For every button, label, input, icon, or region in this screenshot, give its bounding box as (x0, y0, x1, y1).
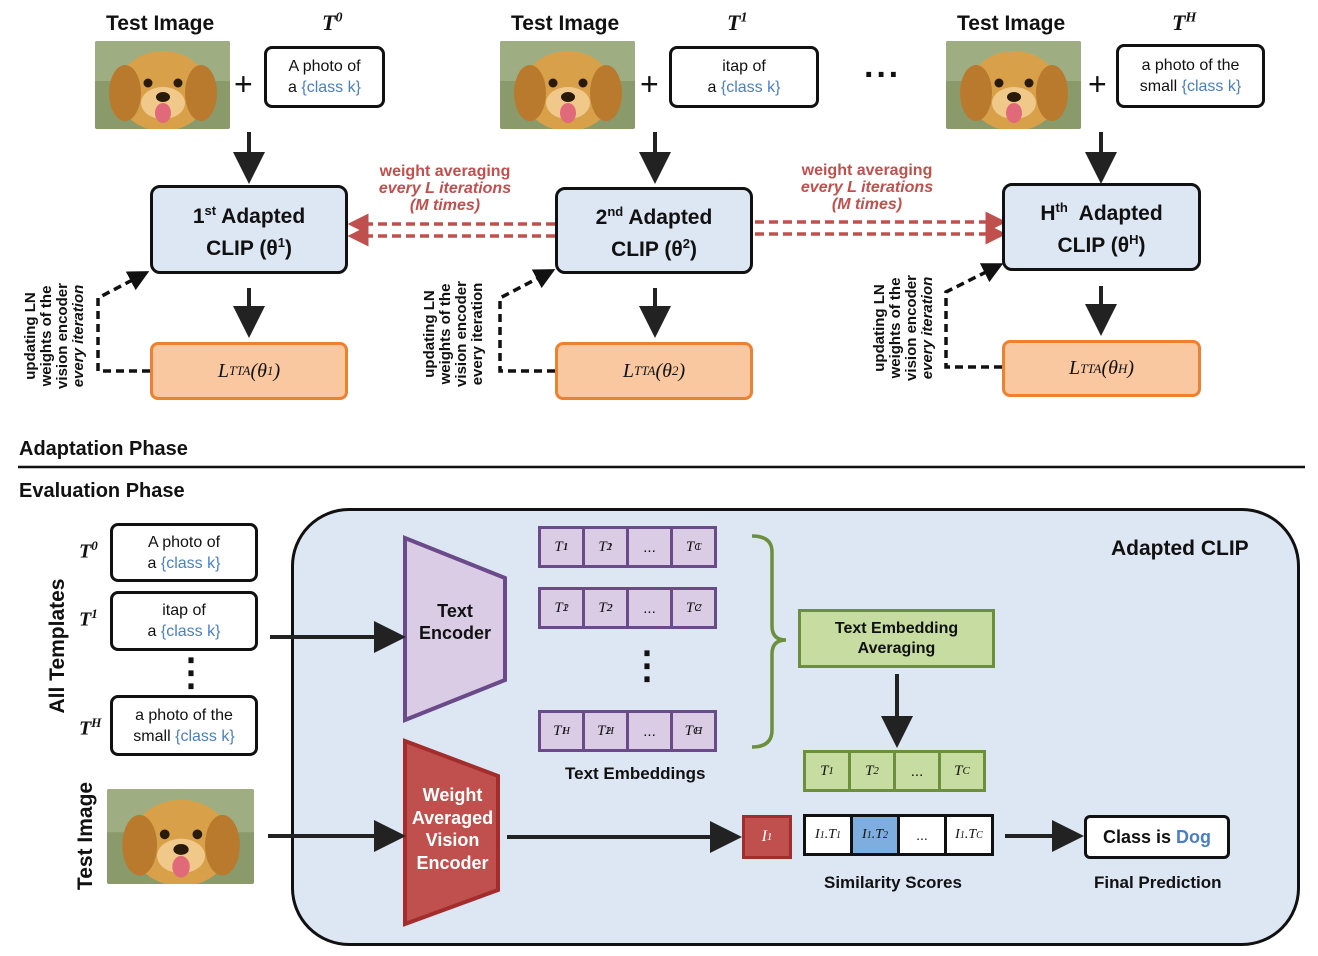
test-image-title-1: Test Image (106, 12, 215, 35)
template-box-1: A photo of a {class k} (264, 46, 385, 108)
eval-template-box-0: A photo of a {class k} (110, 523, 258, 582)
vision-encoder-shape (403, 738, 500, 927)
dog-image-3 (946, 41, 1081, 129)
template-box-3: a photo of the small {class k} (1116, 44, 1265, 108)
adapted-clip-box-2: 2nd Adapted CLIP (θ2) (555, 187, 753, 274)
adapted-clip-box-3: Hth Adapted CLIP (θH) (1002, 183, 1201, 271)
text-embeddings-label: Text Embeddings (565, 764, 706, 783)
final-prediction-label: Final Prediction (1094, 873, 1222, 892)
feedback-loop-3 (944, 263, 1004, 369)
embedding-cell: ... (626, 587, 673, 629)
averaged-embedding-cell: ... (893, 750, 941, 792)
plus-sign-2: + (640, 66, 659, 102)
test-image-title-3: Test Image (957, 12, 1066, 35)
plus-sign-3: + (1088, 66, 1107, 102)
eval-dog-image (107, 789, 254, 884)
eval-template-label-1: T1 (79, 606, 98, 631)
adapted-clip-panel-title: Adapted CLIP (1111, 537, 1249, 560)
adaptation-phase-label: Adaptation Phase (19, 438, 188, 460)
eval-template-box-1: itap of a {class k} (110, 591, 258, 651)
template-label-3: TH (1172, 10, 1197, 35)
embedding-vdots: ⋮ (628, 645, 666, 687)
template-label-2: T1 (727, 10, 748, 35)
text-encoder-shape (403, 535, 507, 723)
embedding-cell: ... (626, 526, 673, 568)
prediction-box: Class is Dog (1084, 815, 1230, 859)
text-embedding-averaging-box: Text Embedding Averaging (798, 609, 995, 668)
feedback-loop-2 (498, 269, 556, 373)
weight-averaging-label-left: weight averaging every L iterations (M t… (378, 163, 512, 214)
adapted-clip-box-1: 1st Adapted CLIP (θ1) (150, 185, 348, 274)
eval-template-label-0: T0 (79, 538, 98, 563)
evaluation-phase-label: Evaluation Phase (19, 480, 185, 502)
template-label-1: T0 (322, 10, 343, 35)
dog-image-2 (500, 41, 635, 129)
embedding-cell: ... (626, 710, 673, 752)
vision-encoder-label: Weight Averaged Vision Encoder (411, 785, 494, 873)
similarity-cell: ... (897, 814, 947, 856)
weight-averaging-label-right: weight averaging every L iterations (M t… (800, 162, 934, 213)
eval-template-label-h: TH (79, 715, 102, 740)
plus-sign-1: + (234, 66, 253, 102)
eval-template-vdots: ⋮ (172, 652, 210, 694)
columns-ellipsis: ··· (864, 56, 901, 94)
dog-image-1 (95, 41, 230, 129)
similarity-scores-label: Similarity Scores (824, 873, 962, 892)
test-image-title-2: Test Image (511, 12, 620, 35)
text-encoder-label: Text Encoder (418, 601, 492, 643)
eval-template-box-h: a photo of the small {class k} (110, 695, 258, 756)
template-box-2: itap of a {class k} (669, 46, 819, 108)
embedding-brace (751, 534, 787, 749)
feedback-loop-1 (96, 271, 150, 373)
